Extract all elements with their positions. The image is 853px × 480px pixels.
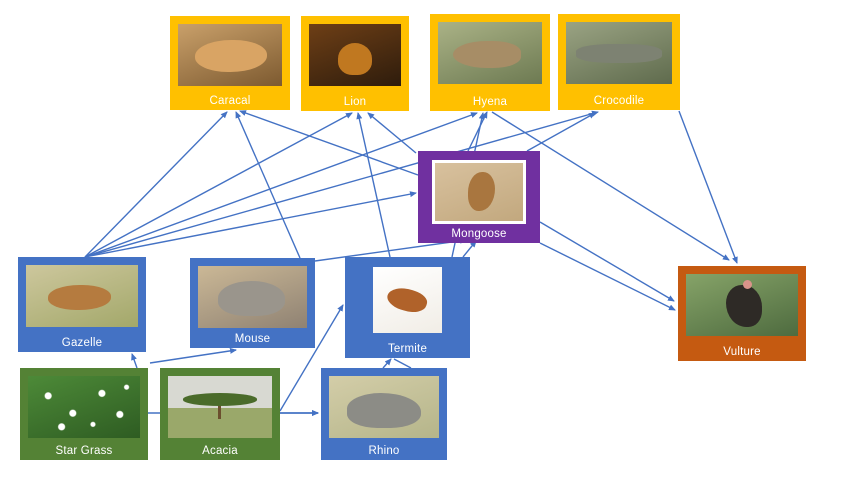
node-label: Caracal <box>209 95 251 107</box>
node-mouse[interactable]: Mouse <box>190 258 315 348</box>
rhino-photo <box>329 376 439 438</box>
arrow-rhino-termite[interactable] <box>382 358 392 369</box>
arrow-stargrass-gazelle[interactable] <box>131 353 138 369</box>
node-label: Mouse <box>234 333 271 345</box>
node-label: Termite <box>387 343 428 355</box>
node-mongoose[interactable]: Mongoose <box>418 151 540 243</box>
arrow-gazelle-lion[interactable] <box>84 112 353 258</box>
caracal-photo <box>178 24 282 86</box>
arrow-crocodile-vulture[interactable] <box>678 110 738 264</box>
arrow-termite-lion[interactable] <box>356 112 391 258</box>
node-label: Rhino <box>368 445 400 457</box>
node-lion[interactable]: Lion <box>301 16 409 111</box>
arrow-rhino-termite[interactable] <box>393 358 412 369</box>
arrow-gazelle-caracal[interactable] <box>84 111 228 258</box>
arrow-mongoose-crocodile[interactable] <box>526 112 596 152</box>
node-termite[interactable]: Termite <box>345 257 470 358</box>
arrow-mongoose-hyena[interactable] <box>467 111 488 152</box>
node-label: Lion <box>343 96 367 108</box>
arrow-mongoose-lion[interactable] <box>367 112 417 154</box>
mouse-photo <box>198 266 307 328</box>
hyena-photo <box>438 22 542 84</box>
arrow-gazelle-hyena[interactable] <box>84 112 478 258</box>
node-hyena[interactable]: Hyena <box>430 14 550 111</box>
arrow-mongoose-caracal[interactable] <box>239 110 419 176</box>
node-caracal[interactable]: Caracal <box>170 16 290 110</box>
arrow-mongoose-vulture[interactable] <box>539 242 676 311</box>
arrow-stargrass-mouse[interactable] <box>149 347 237 364</box>
arrow-mongoose-vulture[interactable] <box>539 221 675 302</box>
mongoose-photo <box>432 160 526 224</box>
node-label: Mongoose <box>451 228 507 240</box>
termite-photo <box>373 267 442 333</box>
arrow-mouse-mongoose[interactable] <box>314 237 467 262</box>
lion-photo <box>309 24 401 86</box>
node-gazelle[interactable]: Gazelle <box>18 257 146 352</box>
stargrass-photo <box>28 376 140 438</box>
node-label: Acacia <box>202 445 238 457</box>
node-crocodile[interactable]: Crocodile <box>558 14 680 110</box>
vulture-photo <box>686 274 798 336</box>
node-label: Crocodile <box>593 95 645 107</box>
node-rhino[interactable]: Rhino <box>321 368 447 460</box>
arrow-hyena-vulture[interactable] <box>491 111 730 261</box>
node-label: Vulture <box>723 346 761 358</box>
node-acacia[interactable]: Acacia <box>160 368 280 460</box>
arrow-termite-mongoose[interactable] <box>462 240 477 258</box>
node-label: Star Grass <box>55 445 113 457</box>
acacia-photo <box>168 376 272 438</box>
arrow-mouse-caracal[interactable] <box>235 111 301 259</box>
arrow-acacia-termite[interactable] <box>279 304 344 412</box>
node-label: Hyena <box>472 96 508 108</box>
crocodile-photo <box>566 22 672 84</box>
node-vulture[interactable]: Vulture <box>678 266 806 361</box>
arrow-gazelle-mongoose[interactable] <box>84 191 417 258</box>
node-stargrass[interactable]: Star Grass <box>20 368 148 460</box>
node-label: Gazelle <box>61 337 103 349</box>
arrow-gazelle-crocodile[interactable] <box>84 110 599 258</box>
gazelle-photo <box>26 265 138 327</box>
